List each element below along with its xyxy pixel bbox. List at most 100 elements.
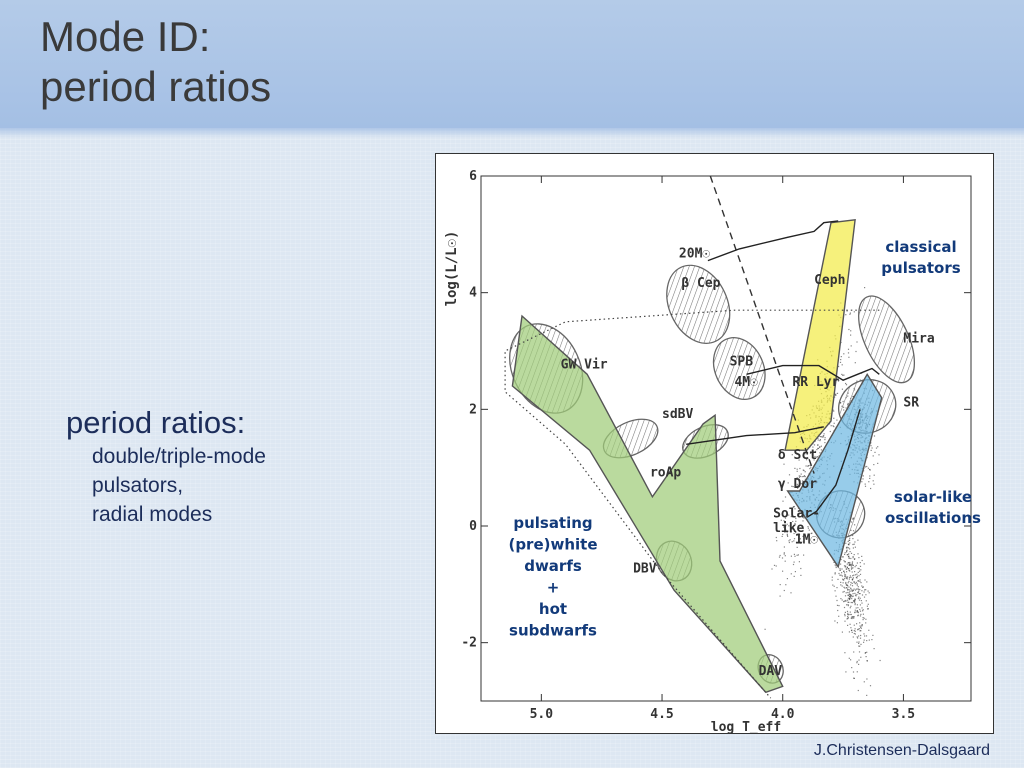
y-tick-label: 2	[469, 402, 477, 417]
scatter-point	[798, 561, 800, 563]
y-axis-label: log(L/L☉)	[444, 231, 460, 307]
y-tick-label: 6	[469, 169, 477, 184]
scatter-point	[809, 464, 811, 466]
scatter-point	[857, 612, 859, 614]
scatter-point	[783, 546, 785, 548]
scatter-point	[784, 560, 786, 562]
scatter-point	[851, 563, 853, 565]
scatter-point	[854, 574, 857, 576]
scatter-point	[847, 591, 849, 594]
scatter-point	[808, 529, 810, 531]
scatter-point	[845, 576, 847, 578]
scatter-point	[873, 648, 875, 650]
scatter-point	[793, 540, 795, 542]
scatter-point	[857, 586, 859, 588]
scatter-point	[862, 619, 864, 621]
scatter-point	[849, 575, 851, 577]
scatter-point	[816, 449, 818, 451]
scatter-point	[852, 534, 854, 537]
scatter-point	[834, 590, 836, 592]
scatter-point	[817, 439, 819, 441]
scatter-point	[865, 594, 867, 596]
scatter-point	[851, 561, 854, 563]
scatter-point	[789, 539, 791, 541]
scatter-point	[840, 359, 842, 361]
scatter-point	[845, 583, 847, 585]
scatter-point	[854, 594, 857, 596]
scatter-point	[847, 352, 850, 354]
scatter-point	[842, 591, 844, 593]
scatter-point	[771, 568, 773, 570]
scatter-point	[852, 671, 855, 673]
scatter-point	[838, 605, 840, 607]
scatter-point	[860, 627, 862, 629]
track-4-track	[746, 364, 880, 381]
scatter-point	[819, 446, 821, 449]
scatter-point	[856, 575, 858, 577]
scatter-point	[867, 608, 869, 610]
scatter-point	[829, 423, 831, 425]
scatter-point	[784, 555, 786, 557]
scatter-point	[782, 570, 784, 572]
scatter-point	[840, 563, 842, 565]
scatter-point	[779, 584, 781, 586]
scatter-point	[798, 459, 800, 461]
scatter-point	[836, 599, 838, 602]
scatter-point	[848, 562, 850, 564]
scatter-point	[807, 465, 809, 467]
scatter-point	[847, 589, 849, 591]
plot-label: DAV	[759, 664, 783, 679]
scatter-point	[836, 604, 839, 606]
scatter-point	[852, 538, 854, 540]
scatter-point	[851, 582, 853, 584]
scatter-point	[847, 617, 849, 619]
scatter-point	[800, 567, 802, 570]
scatter-point	[854, 599, 856, 601]
scatter-point	[820, 449, 822, 451]
bullet-main: period ratios:	[66, 405, 246, 440]
scatter-point	[844, 553, 846, 555]
scatter-point	[834, 396, 836, 398]
scatter-point	[788, 474, 791, 476]
scatter-point	[852, 567, 854, 569]
scatter-point	[864, 635, 866, 637]
scatter-point	[783, 463, 785, 465]
scatter-point	[852, 578, 854, 580]
scatter-point	[877, 446, 879, 448]
scatter-point	[796, 477, 798, 479]
scatter-point	[795, 532, 797, 534]
scatter-point	[871, 447, 873, 449]
scatter-point	[794, 467, 796, 469]
scatter-point	[848, 328, 850, 331]
annotations: classicalpulsatorssolar-likeoscillations…	[508, 238, 981, 640]
scatter-point	[803, 475, 806, 477]
scatter-point	[841, 568, 843, 570]
scatter-point	[798, 529, 800, 531]
scatter-point	[846, 554, 848, 556]
scatter-point	[851, 562, 853, 564]
scatter-point	[790, 516, 792, 518]
scatter-point	[848, 557, 850, 559]
scatter-point	[847, 597, 849, 599]
scatter-point	[852, 557, 854, 559]
annotation-line: dwarfs	[524, 557, 582, 575]
scatter-point	[848, 586, 850, 588]
scatter-point	[855, 595, 857, 597]
scatter-point	[819, 439, 821, 441]
scatter-point	[853, 581, 855, 584]
scatter-point	[851, 631, 853, 633]
plot-label: GW Vir	[561, 358, 608, 373]
scatter-point	[860, 630, 862, 632]
scatter-point	[807, 527, 809, 529]
scatter-point	[853, 543, 855, 545]
scatter-point	[847, 585, 849, 587]
scatter-point	[788, 525, 790, 527]
bullet-list: period ratios: double/triple-mode pulsat…	[66, 404, 266, 529]
slide-title: Mode ID: period ratios	[40, 12, 271, 112]
scatter-point	[864, 287, 866, 289]
scatter-point	[847, 615, 849, 618]
scatter-point	[868, 592, 870, 594]
scatter-point	[859, 610, 862, 612]
scatter-point	[857, 539, 859, 541]
scatter-point	[861, 481, 863, 483]
